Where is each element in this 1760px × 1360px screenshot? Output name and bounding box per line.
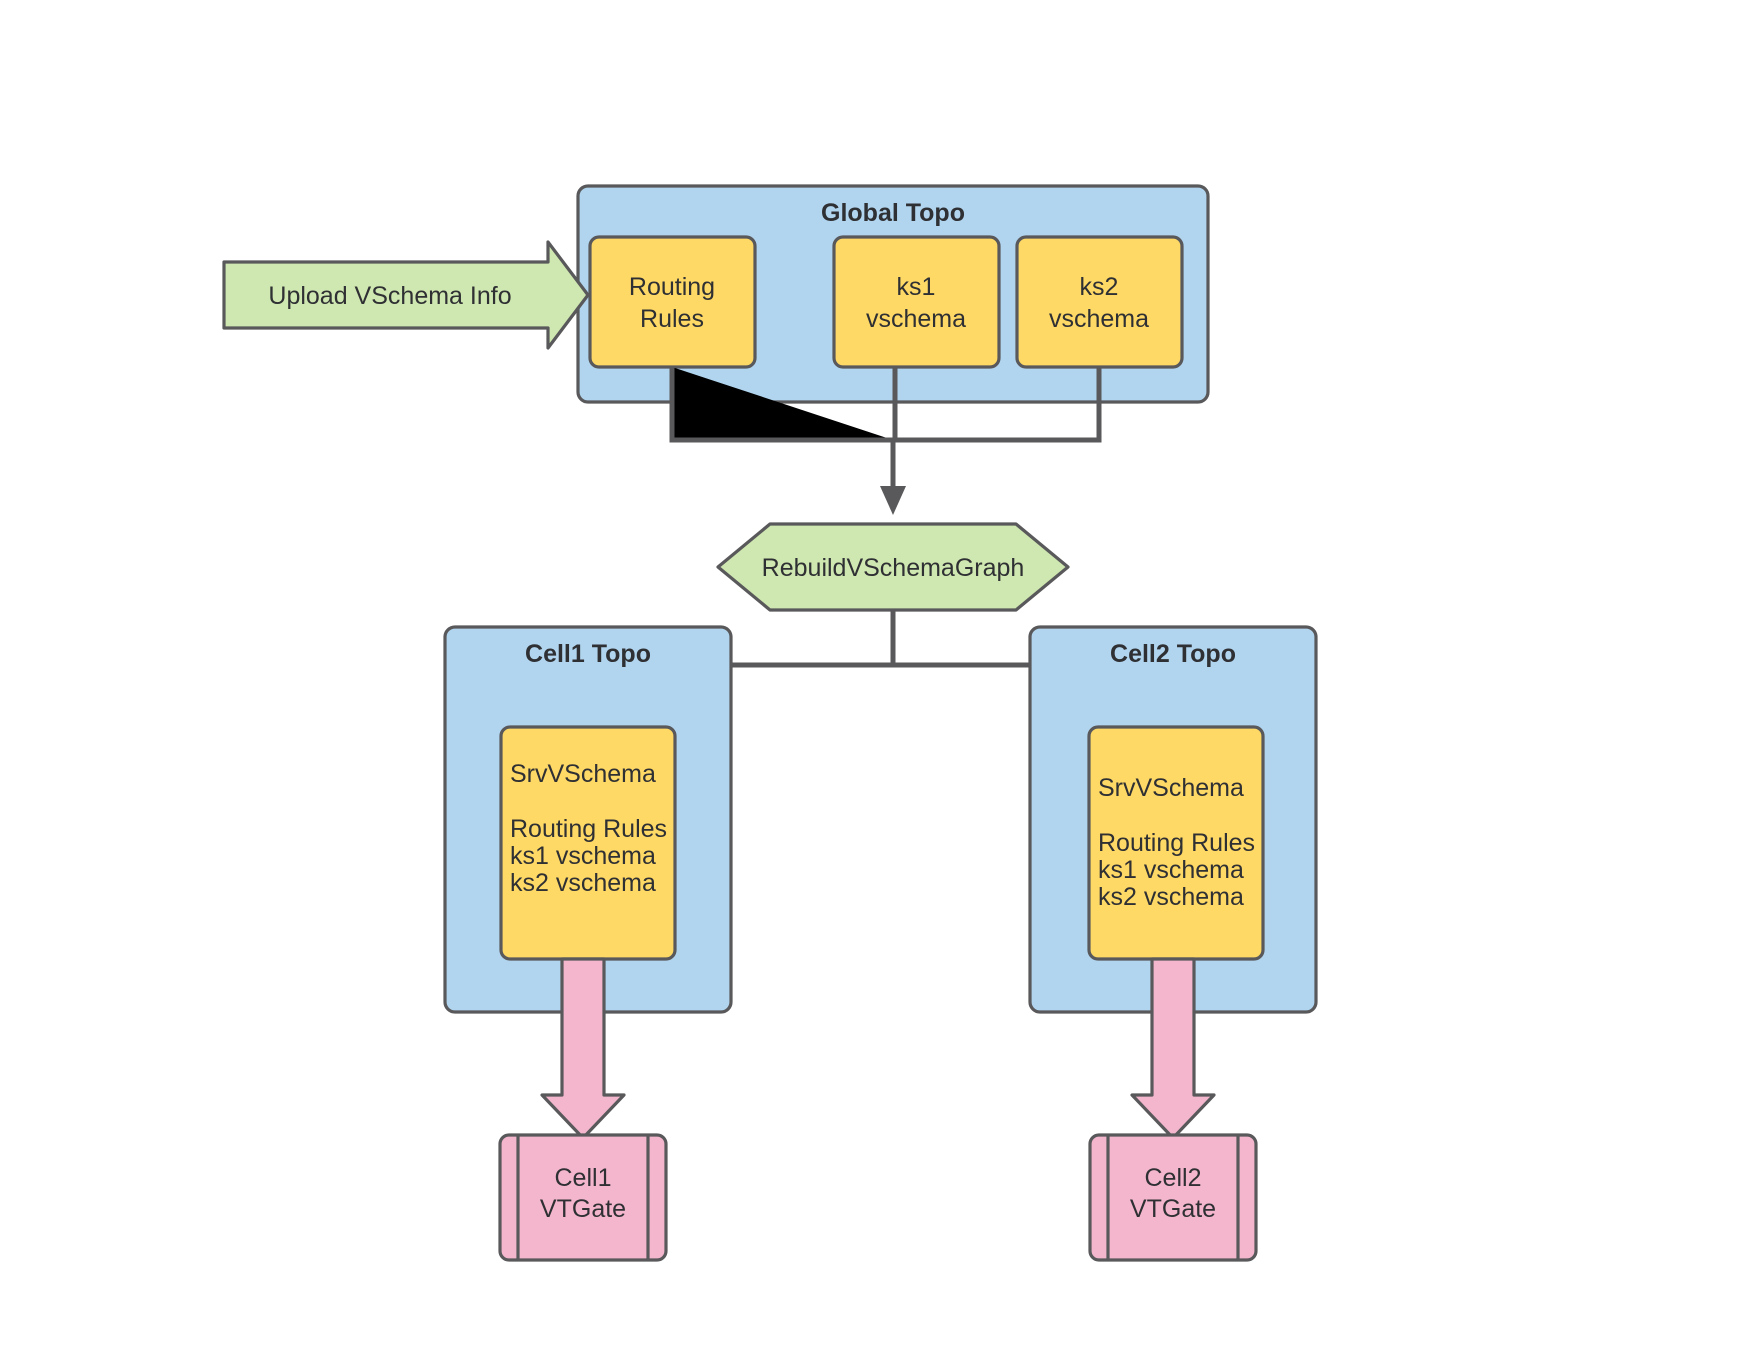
cell1-vtgate-line2: VTGate bbox=[540, 1195, 626, 1223]
cell2-srvvschema-item-0: Routing Rules bbox=[1098, 829, 1255, 857]
global-node-ks1-vschema-line1: ks1 bbox=[897, 273, 936, 301]
cell1-srvvschema-item-2: ks2 vschema bbox=[510, 869, 656, 897]
global-node-ks2-vschema-line2: vschema bbox=[1049, 305, 1149, 333]
connector-ks2-to-rebuild bbox=[893, 367, 1102, 443]
cell1-srvvschema-heading: SrvVSchema bbox=[510, 760, 656, 788]
cell1-vtgate-line1: Cell1 bbox=[555, 1164, 612, 1192]
cell1-srvvschema-item-1: ks1 vschema bbox=[510, 842, 656, 870]
rebuild-vschema-graph-process[interactable] bbox=[716, 522, 1070, 612]
cell1-srvvschema-to-vtgate-arrow bbox=[540, 957, 626, 1140]
cell2-vtgate-node[interactable] bbox=[1088, 1133, 1258, 1262]
global-node-ks2-vschema[interactable] bbox=[1015, 235, 1184, 369]
cell2-srvvschema-heading: SrvVSchema bbox=[1098, 774, 1244, 802]
cell2-topo-title: Cell2 Topo bbox=[1110, 640, 1236, 668]
upload-vschema-arrow[interactable] bbox=[222, 240, 590, 350]
global-topo-title: Global Topo bbox=[821, 199, 965, 227]
cell2-vtgate-line2: VTGate bbox=[1130, 1195, 1216, 1223]
global-node-routing-rules[interactable] bbox=[588, 235, 757, 369]
global-node-routing-rules-line2: Rules bbox=[640, 305, 704, 333]
arrowhead-to-rebuild bbox=[880, 486, 906, 515]
cell1-topo-title: Cell1 Topo bbox=[525, 640, 651, 668]
global-node-ks2-vschema-line1: ks2 bbox=[1080, 273, 1119, 301]
global-node-routing-rules-line1: Routing bbox=[629, 273, 715, 301]
cell2-srvvschema-item-1: ks1 vschema bbox=[1098, 856, 1244, 884]
global-node-ks1-vschema-line2: vschema bbox=[866, 305, 966, 333]
cell2-srvvschema-item-2: ks2 vschema bbox=[1098, 883, 1244, 911]
rebuild-vschema-graph-label: RebuildVSchemaGraph bbox=[762, 554, 1025, 582]
cell1-vtgate-node[interactable] bbox=[498, 1133, 668, 1262]
connector-routing-rules-to-rebuild bbox=[672, 367, 893, 440]
cell2-srvvschema-to-vtgate-arrow bbox=[1130, 957, 1216, 1140]
cell2-vtgate-line1: Cell2 bbox=[1145, 1164, 1202, 1192]
cell1-srvvschema-item-0: Routing Rules bbox=[510, 815, 667, 843]
global-node-ks1-vschema[interactable] bbox=[832, 235, 1001, 369]
upload-vschema-label: Upload VSchema Info bbox=[268, 282, 511, 310]
